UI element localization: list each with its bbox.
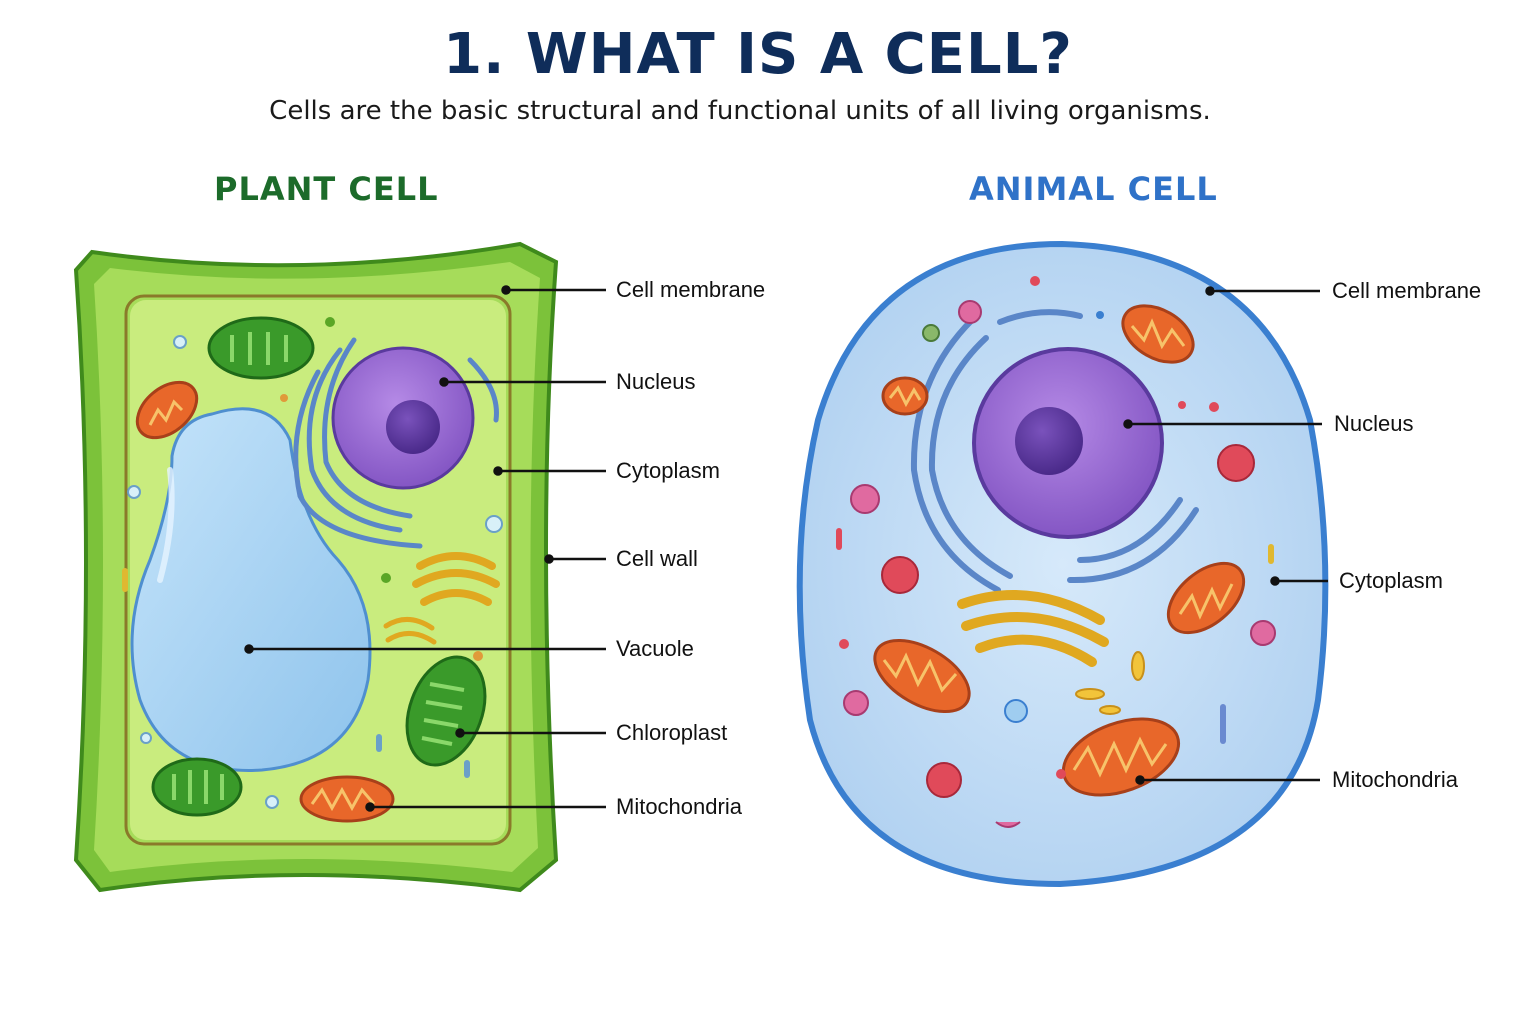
animal-label-nucleus: Nucleus (1334, 411, 1413, 437)
animal-nucleolus (1015, 407, 1083, 475)
plant-label-mitochondria: Mitochondria (616, 794, 742, 820)
animal-cell-membrane (800, 244, 1326, 884)
animal-label-mitochondria: Mitochondria (1332, 767, 1458, 793)
plant-label-nucleus: Nucleus (616, 369, 695, 395)
plant-label-vacuole: Vacuole (616, 636, 694, 662)
plant-label-cytoplasm: Cytoplasm (616, 458, 720, 484)
plant-nucleolus (386, 400, 440, 454)
plant-label-chloroplast: Chloroplast (616, 720, 727, 746)
plant-label-cell-wall: Cell wall (616, 546, 698, 572)
animal-label-cytoplasm: Cytoplasm (1339, 568, 1443, 594)
animal-cell (800, 244, 1326, 884)
chloroplast-3 (153, 759, 241, 815)
animal-label-cell-membrane: Cell membrane (1332, 278, 1481, 304)
plant-cell (76, 244, 556, 890)
plant-mitochondrion-2 (301, 777, 393, 821)
animal-mitochondrion-2 (883, 378, 927, 414)
chloroplast-1 (209, 318, 313, 378)
plant-label-cell-membrane: Cell membrane (616, 277, 765, 303)
